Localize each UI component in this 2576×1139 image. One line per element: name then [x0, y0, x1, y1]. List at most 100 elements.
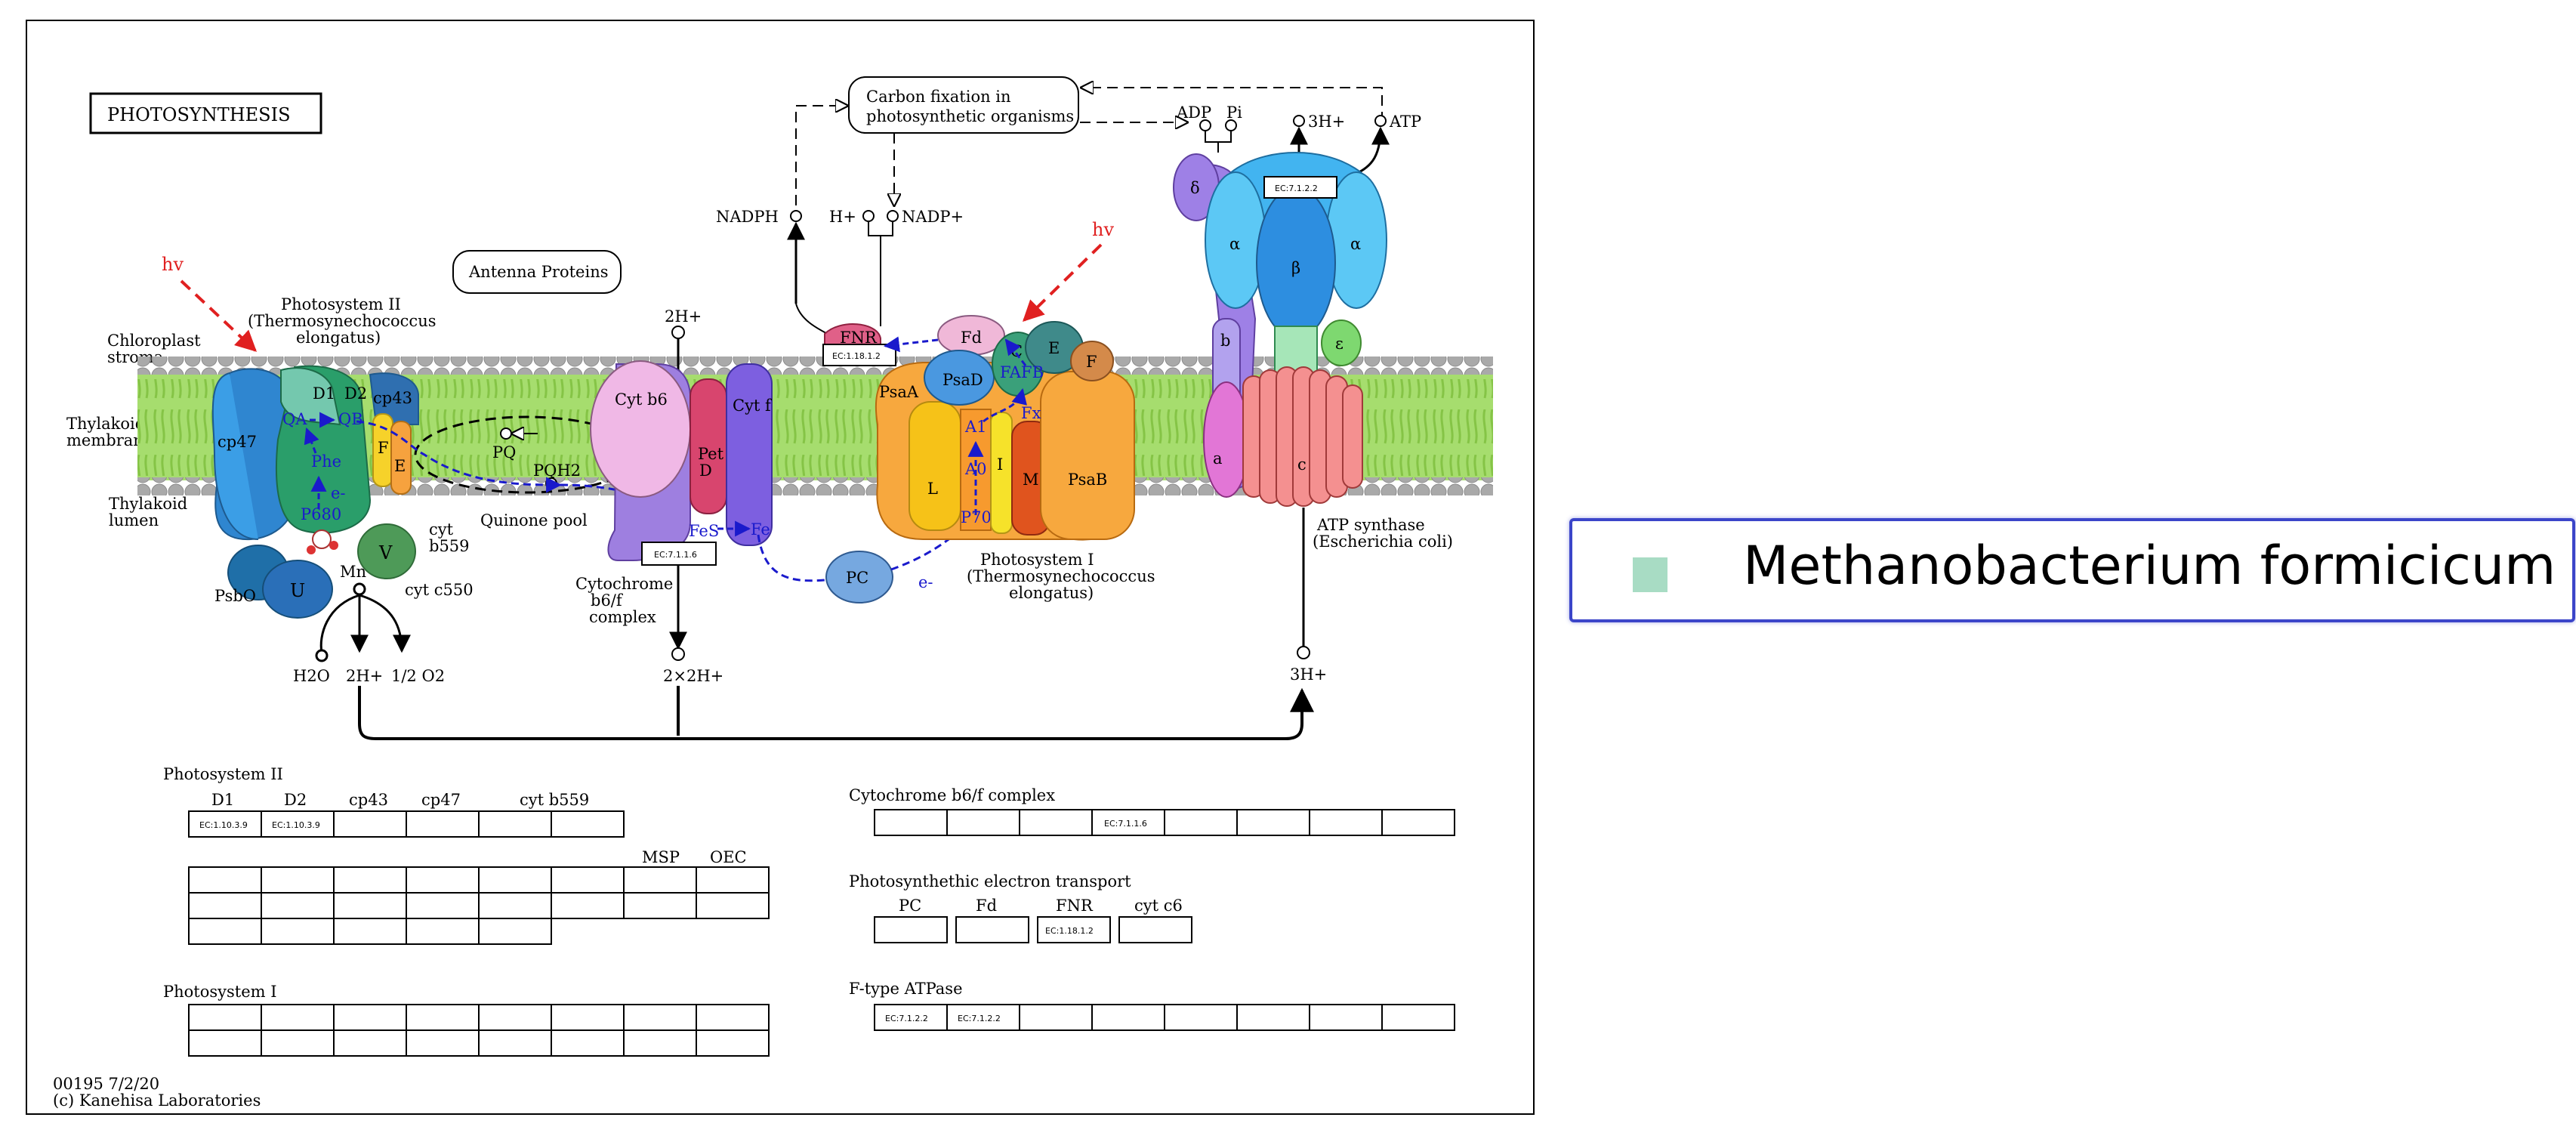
- phe-label: Phe: [311, 452, 341, 471]
- proton-gradient-arrow: [358, 686, 1314, 740]
- alpha-right-label: α: [1350, 235, 1361, 253]
- cyt-b559-label: cyt: [429, 520, 454, 539]
- ps2-title-3: elongatus): [296, 329, 381, 347]
- electron-pc-label: e-: [918, 573, 933, 591]
- lumen-label-2: lumen: [109, 511, 159, 529]
- atp-ec-label: EC:7.1.2.2: [1275, 184, 1318, 193]
- p680-label: P680: [301, 505, 341, 523]
- water-splitting: [315, 582, 411, 662]
- atp-title-2: (Escherichia coli): [1313, 532, 1453, 551]
- table-photosystem-i: Photosystem I: [163, 983, 770, 1057]
- ps2-title-2: (Thermosynechococcus: [248, 312, 437, 330]
- cyt-b6-label: Cyt b6: [615, 390, 668, 409]
- cp43-label: cp43: [373, 389, 412, 407]
- fx-label: Fx: [1021, 404, 1041, 422]
- f-label: F: [378, 439, 389, 457]
- antenna-proteins-text: Antenna Proteins: [468, 263, 609, 281]
- plastocyanin[interactable]: PC e-: [757, 514, 977, 603]
- stroma-label: Chloroplast: [107, 332, 201, 350]
- table-photosystem-ii: Photosystem II D1 D2 cp43 cp47 cyt b559 …: [163, 765, 770, 945]
- psbo-label: PsbO: [214, 587, 256, 605]
- cyt-title-1: Cytochrome: [575, 575, 673, 593]
- photosystem-i[interactable]: FNR EC:1.18.1.2 PsaA L A1 A0 P700 I M Ps…: [822, 315, 1155, 602]
- qa-label: QA: [282, 410, 307, 428]
- psad-label: PsaD: [942, 371, 983, 389]
- nadp-label: NADP+: [902, 208, 964, 226]
- antenna-proteins-link[interactable]: Antenna Proteins: [452, 250, 622, 294]
- ps1-table-title: Photosystem I: [163, 983, 277, 1001]
- map-title[interactable]: PHOTOSYNTHESIS: [89, 92, 322, 134]
- cyt-table-title: Cytochrome b6/f complex: [849, 786, 1055, 804]
- organism-legend[interactable]: Methanobacterium formicicum: [1569, 518, 2575, 622]
- pet-table-h-fd: Fd: [976, 897, 997, 915]
- carbon-fixation-line2: photosynthetic organisms: [866, 107, 1074, 125]
- atp-synthase[interactable]: ADP Pi 3H+ ATP δ b α β α EC:7.1.2.2 γ ε …: [1173, 103, 1453, 684]
- cyt-b559-e[interactable]: [390, 421, 412, 495]
- map-title-text: PHOTOSYNTHESIS: [107, 104, 291, 125]
- cp43-shape[interactable]: [369, 372, 419, 425]
- ps2-table-h-d2: D2: [284, 791, 307, 809]
- psaa-label: PsaA: [879, 383, 919, 401]
- l-label: L: [927, 480, 938, 498]
- psaf-shape[interactable]: [1070, 341, 1114, 381]
- fe-label: Fe: [751, 520, 770, 539]
- cyt-f-label: Cyt f: [733, 397, 773, 415]
- mn-label: Mn: [340, 563, 366, 581]
- c-ring[interactable]: [1242, 366, 1363, 507]
- cyt-f-shape[interactable]: [726, 363, 773, 546]
- atp-label: ATP: [1389, 113, 1421, 131]
- cyt-title-3: complex: [589, 608, 656, 626]
- atp-title-1: ATP synthase: [1316, 516, 1425, 534]
- hv-ps1-label: hv: [1092, 219, 1114, 240]
- delta-label: δ: [1190, 179, 1200, 197]
- quinone-pool-label: Quinone pool: [480, 511, 588, 529]
- carbon-fixation-connectors: [795, 88, 1383, 205]
- u-shape[interactable]: [262, 560, 333, 619]
- ps2-table-h-cp43: cp43: [349, 791, 388, 809]
- table-electron-transport: Photosynthethic electron transport PC Fd…: [849, 872, 1192, 943]
- cytochrome-b6f[interactable]: 2H+ Cyt b6 Pet D Cyt f FeS Fe EC:7.1.1.6…: [575, 307, 773, 685]
- light-ps2: hv: [162, 254, 258, 352]
- fnr-ec-label: EC:1.18.1.2: [832, 351, 881, 361]
- cyt-b559-label-2: b559: [429, 537, 470, 555]
- cp47-label: cp47: [217, 433, 257, 451]
- h-label: H+: [829, 208, 856, 226]
- c-label: C: [1010, 342, 1023, 360]
- psal-shape[interactable]: [909, 401, 961, 531]
- fes-label: FeS: [689, 522, 719, 540]
- c-label: c: [1297, 455, 1307, 474]
- map-id-label: 00195 7/2/20: [53, 1075, 159, 1093]
- ps2-table-h-msp: MSP: [642, 848, 680, 866]
- pet-table-h-fnr: FNR: [1056, 897, 1094, 915]
- fd-label: Fd: [961, 329, 982, 347]
- i-label: I: [997, 455, 1003, 474]
- atp-table-ec-1: EC:7.1.2.2: [885, 1014, 928, 1023]
- cyt-2h-label: 2H+: [665, 307, 702, 326]
- v-shape[interactable]: [357, 523, 416, 579]
- cyt-ec-label: EC:7.1.1.6: [654, 550, 697, 560]
- photosystem-ii[interactable]: Photosystem II (Thermosynechococcus elon…: [211, 295, 474, 619]
- adp-label: ADP: [1176, 103, 1211, 122]
- ps2-table-h-oec: OEC: [710, 848, 747, 866]
- pet-table-h-cytc6: cyt c6: [1134, 897, 1183, 915]
- cyt-b6-shape[interactable]: [590, 360, 691, 498]
- electron-ps2-label: e-: [331, 484, 346, 502]
- d2-label: D2: [344, 384, 367, 403]
- ps2-table-title: Photosystem II: [163, 765, 283, 783]
- u-label: U: [290, 580, 305, 601]
- carbon-fixation-link[interactable]: Carbon fixation in photosynthetic organi…: [848, 76, 1079, 134]
- copyright-label: (c) Kanehisa Laboratories: [53, 1091, 261, 1110]
- lumen-label: Thylakoid: [109, 495, 187, 513]
- hv-ps2-label: hv: [162, 254, 184, 275]
- d1-label: D1: [313, 384, 335, 403]
- cyt-c550-label: cyt c550: [405, 581, 474, 599]
- psab-label: PsaB: [1068, 471, 1107, 489]
- psab-shape[interactable]: [1040, 371, 1135, 540]
- atp-table-title: F-type ATPase: [849, 980, 963, 998]
- cyt-table-ec: EC:7.1.1.6: [1104, 819, 1147, 829]
- e-label: E: [394, 457, 406, 475]
- light-ps1: hv: [1023, 219, 1114, 322]
- ps2-title-1: Photosystem II: [281, 295, 401, 313]
- psad-shape[interactable]: [924, 350, 995, 406]
- epsilon-shape[interactable]: [1321, 319, 1362, 366]
